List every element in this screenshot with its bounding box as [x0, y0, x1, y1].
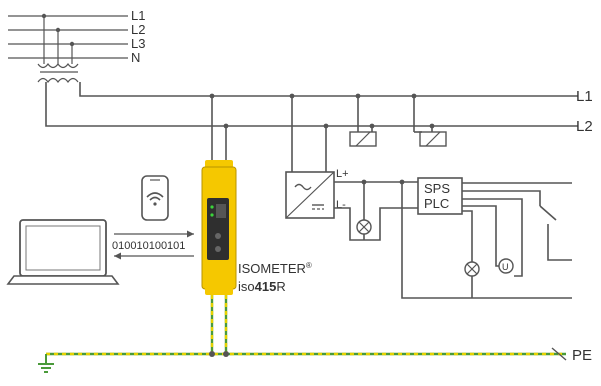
relay-2-slash: [425, 131, 441, 147]
transformer-secondary: [37, 77, 79, 84]
plc-output-meter-feed: [462, 205, 499, 267]
it-label-l1: L1: [576, 88, 593, 105]
plc-label-sps: SPS: [424, 181, 450, 196]
plc-output-meter: [462, 198, 523, 277]
arrow-head-right: [187, 230, 194, 238]
isometer-device: ISOMETER® iso415R: [201, 93, 312, 295]
junction-dot: [369, 123, 375, 129]
junction-dot: [69, 41, 75, 47]
device-display: [216, 204, 226, 218]
device-bottom-cap: [205, 287, 233, 295]
junction-dot: [429, 123, 435, 129]
supply-label-n: N: [131, 50, 140, 65]
relay-1-slash: [355, 131, 371, 147]
lamp-1-cross-b: [358, 221, 370, 233]
junction-dot: [355, 93, 361, 99]
device-brand-label: ISOMETER®: [238, 261, 312, 276]
plc-unit: SPS PLC U: [417, 177, 572, 298]
relay-1: [349, 93, 377, 147]
lamp-2-cross-b: [466, 263, 478, 275]
junction-dot: [323, 123, 329, 129]
device-led-icon: [210, 213, 214, 217]
device-button-icon: [215, 233, 221, 239]
device-model-label: iso415R: [238, 279, 286, 294]
voltmeter-glyph: U: [502, 262, 509, 272]
device-top-cap: [205, 160, 233, 168]
pe-label: PE: [572, 347, 592, 364]
wifi-icon: [146, 192, 164, 206]
data-arrows: 010010100101: [112, 230, 194, 260]
junction-dot: [289, 93, 295, 99]
junction-dot: [223, 123, 229, 129]
it-line-l1: [79, 82, 578, 97]
supply-label-l2: L2: [131, 22, 145, 37]
dc-plus-label: L+: [336, 168, 349, 180]
plc-common-line: [401, 182, 572, 299]
junction-dot: [223, 351, 229, 357]
it-line-l2: [45, 82, 578, 127]
supply-label-l1: L1: [131, 8, 145, 23]
plc-output-lamp: [462, 210, 473, 262]
junction-dot: [55, 27, 61, 33]
earth-ground-icon: [38, 354, 54, 373]
device-led-icon: [210, 205, 214, 209]
dc-minus-line: [334, 207, 418, 241]
junction-dot: [209, 93, 215, 99]
plc-box: [417, 177, 463, 215]
transformer: [37, 62, 578, 127]
transformer-primary: [37, 62, 79, 69]
supply-label-l3: L3: [131, 36, 145, 51]
device-button-icon: [215, 246, 221, 252]
it-label-l2: L2: [576, 118, 593, 135]
converter-diagonal: [285, 171, 335, 219]
pe-wiring: PE: [38, 295, 592, 373]
switch-return: [547, 224, 572, 261]
dc-minus-label: L-: [336, 199, 346, 211]
junction-dot: [41, 13, 47, 19]
smartphone-icon: [141, 175, 169, 221]
junction-dot: [411, 93, 417, 99]
switch-contact: [539, 205, 557, 221]
arrow-head-left: [114, 252, 121, 260]
junction-dot: [209, 351, 215, 357]
ac-symbol-icon: [294, 183, 312, 191]
dc-wiring: [334, 179, 572, 299]
plc-output-switch: [462, 190, 541, 206]
pe-end-tick: [551, 347, 567, 361]
plc-label-plc: PLC: [424, 196, 449, 211]
laptop-icon: [6, 219, 120, 285]
relay-2: [411, 93, 447, 147]
power-supply-converter: L+ L-: [285, 93, 349, 219]
binary-data-label: 010010100101: [112, 240, 185, 252]
supply-network: L1 L2 L3 N: [8, 8, 145, 65]
